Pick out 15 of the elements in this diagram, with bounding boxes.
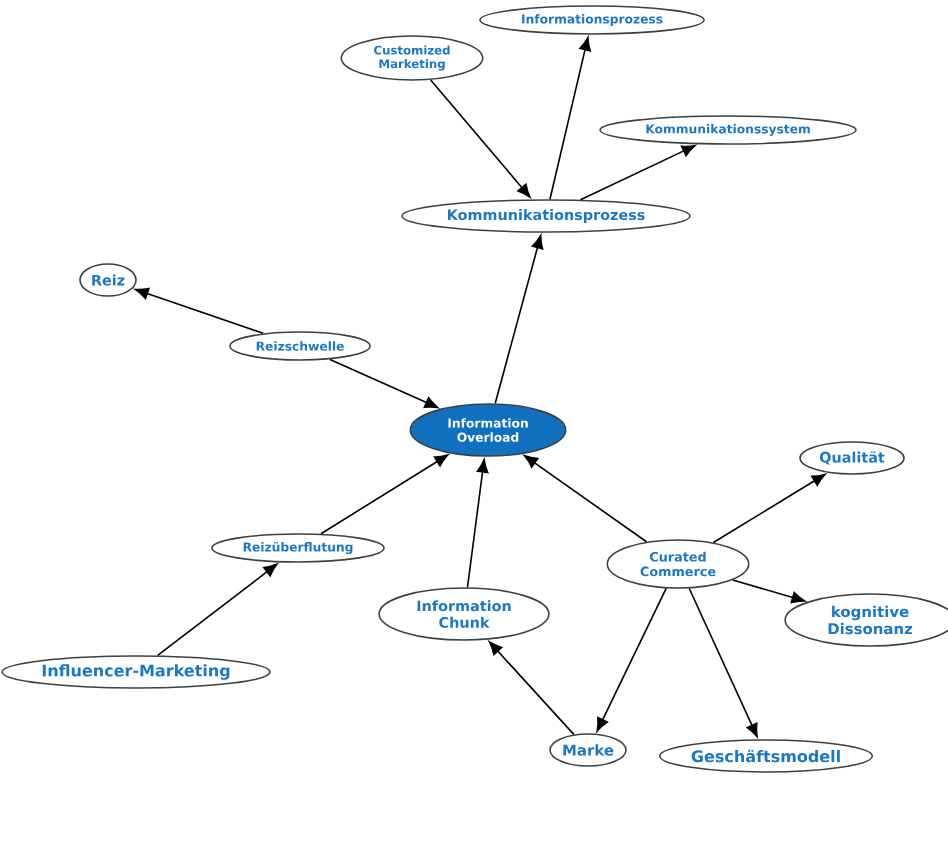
arrow — [596, 587, 667, 732]
arrow — [731, 579, 806, 604]
arrow — [320, 454, 449, 535]
arrow — [688, 587, 758, 738]
arrow — [579, 144, 696, 201]
arrow — [523, 455, 648, 543]
arrow — [466, 458, 489, 589]
arrow — [134, 287, 265, 335]
arrow — [429, 79, 531, 198]
arrow — [488, 641, 575, 736]
arrow — [712, 473, 826, 544]
arrow — [549, 36, 591, 200]
arrow — [156, 563, 278, 657]
arrow — [329, 358, 439, 409]
arrow — [494, 234, 544, 405]
